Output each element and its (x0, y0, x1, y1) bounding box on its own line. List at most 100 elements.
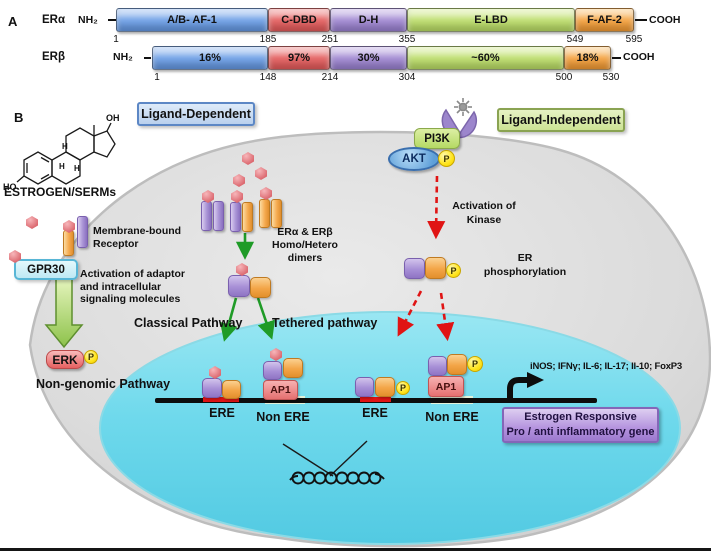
figure-bottom-border (0, 548, 711, 551)
estrogen-ligand (270, 348, 282, 361)
inflammatory-genes-label: iNOS; IFNγ; IL-6; IL-17; Il-10; FoxP3 (530, 361, 683, 372)
er-dimer-subunit (404, 258, 425, 279)
label-line: Estrogen Responsive (524, 411, 637, 423)
connector-line (635, 19, 647, 21)
er-dimers-label: ERα & ERβ Homo/Hetero dimers (270, 226, 340, 265)
estrogen-ligand (9, 250, 21, 263)
non-ere-site-label: Non ERE (417, 410, 487, 424)
connector-line (108, 19, 116, 21)
erk-label: ERK (52, 352, 78, 367)
label-line: and intracellular (80, 280, 162, 293)
estradiol-structure (16, 122, 116, 185)
phosphate-label: P (450, 265, 457, 276)
ligand-dependent-header: Ligand-Dependent (137, 102, 255, 126)
domain-label: 16% (198, 52, 222, 64)
domain-label: D-H (358, 14, 379, 26)
estrogen-caption: ESTROGEN/SERMs (4, 185, 117, 199)
er-dimer-bar (230, 202, 241, 232)
phosphate-label: P (443, 153, 450, 164)
estrogen-ligand (260, 187, 272, 200)
site-label: ERE (362, 406, 388, 420)
er-dimer-bar (259, 199, 270, 228)
residue-tick: 214 (321, 72, 339, 83)
residue-tick: 1 (154, 72, 160, 83)
residue-tick: 185 (259, 34, 277, 45)
non-genomic-pathway-label: Non-genomic Pathway (36, 377, 171, 391)
er-phosphorylation-label: ER phosphorylation (470, 251, 580, 279)
label-line: signaling molecules (80, 293, 181, 305)
residue-tick: 251 (321, 34, 339, 45)
connector-line (144, 57, 151, 59)
label-line: Homo/Hetero (272, 239, 338, 251)
er-dimer-subunit (202, 378, 222, 398)
phosphate-label: P (399, 383, 406, 393)
label-line: Activation of (452, 200, 516, 212)
domain-label: ~60% (471, 52, 500, 64)
er-dimer-bar (242, 202, 253, 232)
domain-label: A/B- AF-1 (167, 14, 217, 26)
er-alpha-domain-d-h: D-H (330, 8, 407, 32)
transcription-arrow (507, 377, 527, 401)
er-beta-cooh: COOH (623, 51, 655, 63)
phosphate-badge: P (467, 356, 483, 372)
classical-pathway-label: Classical Pathway (134, 316, 243, 330)
er-dimer-subunit (250, 277, 271, 298)
label-line: Receptor (93, 237, 139, 250)
er-dimer-subunit (228, 275, 250, 297)
er-alpha-nh2: NH₂ (78, 14, 98, 26)
domain-label: 97% (287, 52, 311, 64)
molecule-h-label: H (59, 162, 65, 171)
ere-site-mark (203, 397, 239, 402)
estrogen-responsive-gene-box: Estrogen Responsive Pro / anti inflammat… (502, 407, 659, 443)
er-dimer-subunit (222, 380, 241, 399)
molecule-h-label: H (62, 142, 68, 151)
dna-coil (289, 471, 385, 485)
label-line: Pro / anti inflammatory gene (506, 426, 655, 438)
er-alpha-cooh: COOH (649, 14, 681, 26)
panel-a-label: A (8, 14, 18, 29)
erk-badge: ERK (46, 350, 84, 369)
site-label: Non ERE (256, 410, 310, 424)
domain-label: 30% (357, 52, 380, 64)
phosphate-label: P (471, 359, 478, 369)
phospho-er-to-nonere-arrow (436, 292, 455, 342)
er-dimer-subunit (425, 257, 446, 279)
estrogen-ligand (231, 190, 243, 203)
residue-tick: 1 (113, 34, 119, 45)
ap1-label: AP1 (435, 380, 457, 393)
er-dimer-subunit (375, 377, 395, 397)
phosphate-badge: P (84, 350, 98, 364)
nucleus (99, 311, 681, 545)
non-ere-site-label: Non ERE (248, 410, 318, 424)
estrogen-ligand (242, 152, 254, 165)
er-alpha-domain-ab-af1: A/B- AF-1 (116, 8, 268, 32)
estrogen-ligand (236, 263, 248, 276)
er-beta-domain-ab: 16% (152, 46, 268, 70)
phosphate-badge: P (438, 150, 455, 167)
er-alpha-domain-e-lbd: E-LBD (407, 8, 575, 32)
residue-tick: 595 (625, 34, 643, 45)
er-beta-domain-d: 30% (330, 46, 407, 70)
er-dimer-subunit (355, 377, 374, 397)
residue-tick: 500 (555, 72, 573, 83)
membrane-receptor-er-alpha (63, 230, 74, 256)
domain-label: E-LBD (474, 14, 508, 26)
er-dimer-bar (201, 201, 212, 231)
er-beta-domain-c: 97% (268, 46, 330, 70)
pi3k-badge: PI3K (414, 128, 460, 149)
estrogen-ligand (209, 366, 221, 379)
phosphate-badge: P (446, 263, 461, 278)
residue-tick: 355 (398, 34, 416, 45)
ere-site-mark (360, 397, 391, 402)
er-dimer-subunit (263, 361, 282, 380)
domain-label: C-DBD (281, 14, 317, 26)
er-dimer-bar (271, 199, 282, 228)
gpr30-label: GPR30 (27, 263, 65, 276)
gpr30-badge: GPR30 (14, 259, 78, 280)
phosphate-label: P (87, 352, 94, 362)
estrogen-ligand (202, 190, 214, 203)
estrogen-ligand (233, 174, 245, 187)
er-alpha-domain-f-af2: F-AF-2 (575, 8, 634, 32)
